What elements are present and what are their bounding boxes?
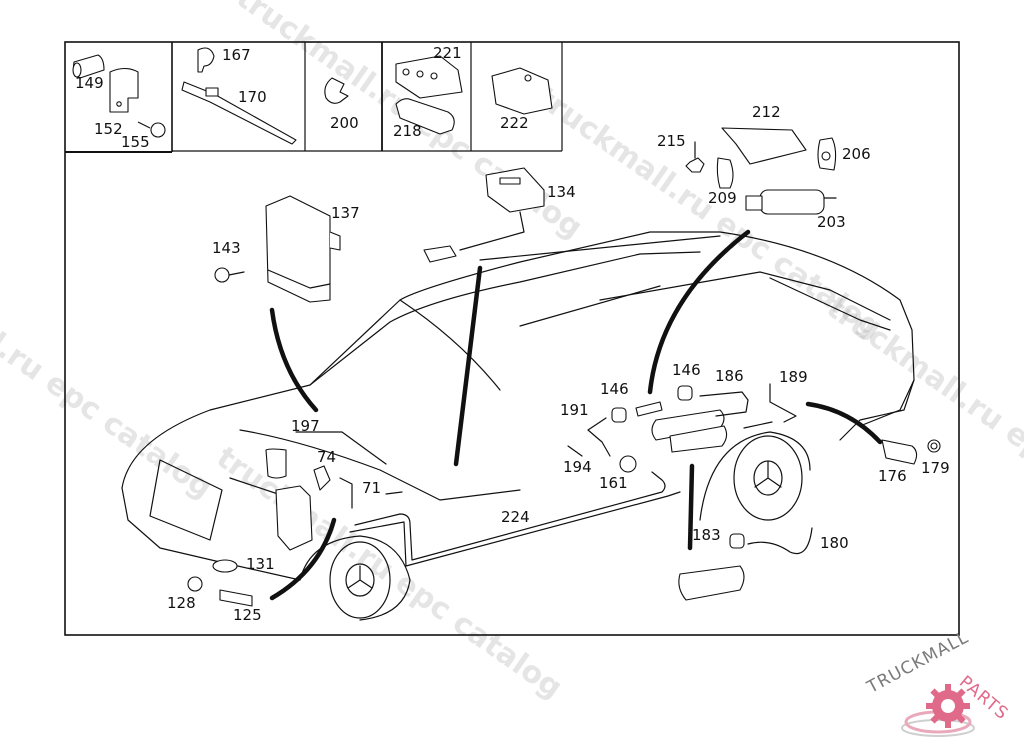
part-176-bracket	[881, 439, 941, 465]
part-label: 180	[820, 534, 849, 552]
part-212-bracket	[721, 127, 807, 165]
part-label: 71	[362, 479, 382, 497]
part-label: 224	[501, 508, 530, 526]
part-label: 179	[921, 459, 950, 477]
part-label: 191	[560, 401, 589, 419]
part-label: 131	[246, 555, 275, 573]
part-label: 137	[331, 204, 360, 222]
part-label: 149	[75, 74, 104, 92]
part-label: 209	[708, 189, 737, 207]
part-152-clip	[109, 67, 139, 113]
gear-icon	[901, 684, 975, 737]
part-134-switch	[423, 167, 545, 263]
part-label: 170	[238, 88, 267, 106]
part-label: 222	[500, 114, 529, 132]
part-143-screw	[214, 267, 245, 283]
part-label: 143	[212, 239, 241, 257]
hose-224	[354, 471, 666, 561]
part-label: 152	[94, 120, 123, 138]
part-label: 155	[121, 133, 150, 151]
part-222-clamp	[491, 67, 553, 115]
part-label: 161	[599, 474, 628, 492]
diagram-frame	[64, 41, 960, 636]
part-label: 125	[233, 606, 262, 624]
part-137-control-unit	[265, 195, 341, 303]
part-170-cable-tie	[181, 81, 297, 145]
part-200-clip	[324, 77, 349, 104]
arrow	[453, 265, 483, 467]
part-206-grommet	[817, 137, 837, 171]
part-155-screw	[137, 121, 166, 138]
part-218-clamp	[395, 98, 455, 135]
arrow	[647, 229, 751, 395]
part-label: 74	[317, 448, 337, 466]
part-209-grommet	[716, 157, 734, 189]
part-label: 203	[817, 213, 846, 231]
part-label: 167	[222, 46, 251, 64]
part-label: 134	[547, 183, 576, 201]
part-167-clip	[197, 47, 215, 73]
part-label: 128	[167, 594, 196, 612]
part-label: 183	[692, 526, 721, 544]
arrow	[269, 307, 319, 413]
truckmall-parts-logo: TRUCKMALL PARTS	[856, 627, 1024, 750]
part-221-clamp	[395, 55, 463, 99]
part-label: 200	[330, 114, 359, 132]
part-label: 212	[752, 103, 781, 121]
part-label: 176	[878, 467, 907, 485]
washer-parts-front	[187, 431, 403, 607]
part-label: 189	[779, 368, 808, 386]
part-label: 146	[672, 361, 701, 379]
part-label: 206	[842, 145, 871, 163]
part-label: 215	[657, 132, 686, 150]
arrow	[805, 401, 883, 445]
part-label: 197	[291, 417, 320, 435]
part-215-screw	[685, 141, 705, 173]
inset-boxes	[65, 42, 563, 153]
part-label: 194	[563, 458, 592, 476]
part-label: 218	[393, 122, 422, 140]
part-label: 146	[600, 380, 629, 398]
part-203-pump	[745, 189, 837, 215]
washer-parts-rear	[567, 383, 797, 473]
part-180-hose	[678, 527, 813, 601]
arrow	[269, 517, 337, 601]
car-outline	[121, 231, 915, 621]
part-149-sleeve	[72, 54, 105, 79]
part-label: 186	[715, 367, 744, 385]
part-label: 221	[433, 44, 462, 62]
arrow	[687, 463, 695, 551]
